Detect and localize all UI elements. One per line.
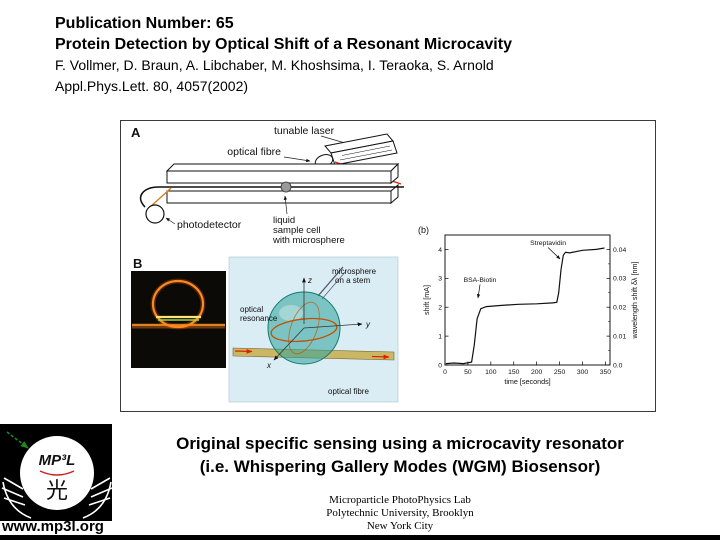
x-axis-label: time [seconds]	[504, 377, 550, 386]
logo-kanji: 光	[46, 478, 68, 503]
city-name: New York City	[366, 520, 434, 532]
fibre-output-arrow	[371, 354, 390, 360]
x-tick-label: 300	[577, 369, 589, 376]
axis-x-label: x	[266, 361, 272, 370]
fibre-input-arrow	[234, 348, 253, 354]
optical-fibre-c-label: optical fibre	[328, 387, 369, 396]
y-tick-label: 2	[438, 305, 442, 312]
x-tick-label: 0	[443, 369, 447, 376]
y2-tick-label: 0.0	[613, 362, 623, 369]
annotation-arrow	[547, 247, 561, 260]
tunable-laser-label: tunable laser	[274, 125, 335, 137]
figure-graphic: A tunable laser optical fibre	[131, 125, 639, 403]
microsphere-stem-line2: on a stem	[335, 276, 370, 285]
x-tick-label: 250	[554, 369, 566, 376]
resonance-ring	[270, 317, 338, 343]
annotation-label: BSA-Biotin	[464, 277, 497, 284]
panel-graph: (b) 0 50 100 150 200 250 300 350 0 1 2 3 4 0.0 0.01 0.0…	[418, 225, 639, 386]
x-tick-label: 150	[508, 369, 520, 376]
caption-line1: Original specific sensing using a microc…	[176, 434, 624, 453]
microsphere-stem-label: microsphere on a stem	[332, 267, 377, 285]
logo-circle	[20, 436, 94, 510]
sample-cell-line2: sample cell	[273, 225, 321, 236]
optical-fibre-pointer	[283, 156, 311, 163]
axis-y	[303, 322, 363, 329]
sample-cell-line1: liquid	[273, 215, 295, 226]
publication-number: Publication Number: 65	[55, 15, 234, 32]
resonance-orbit	[288, 301, 320, 355]
optical-resonance-label: optical resonance	[240, 305, 278, 323]
stem-edge	[321, 270, 347, 300]
tunable-laser-pointer	[320, 135, 346, 144]
y2-tick-label: 0.02	[613, 305, 626, 312]
axis-y-label: y	[365, 320, 371, 329]
annotation-arrow	[476, 284, 481, 299]
panel-b-label: B	[133, 256, 142, 271]
plot-b-label: (b)	[418, 225, 429, 235]
website-text: www.mp3l.org	[2, 518, 104, 535]
photodetector-pointer	[165, 217, 176, 225]
optical-resonance-line1: optical	[240, 305, 263, 314]
caption-block: Original specific sensing using a microc…	[110, 432, 690, 478]
organization-block: Microparticle PhotoPhysics Lab Polytechn…	[160, 494, 640, 533]
panel-a-label: A	[131, 125, 141, 140]
y-tick-label: 0	[438, 362, 442, 369]
authors-line: F. Vollmer, D. Braun, A. Libchaber, M. K…	[55, 57, 494, 73]
logo-mp3l-text: MP³L	[39, 452, 76, 469]
fibre-line	[139, 186, 404, 208]
sample-cell-line3: with microsphere	[272, 235, 345, 246]
x-tick-label: 50	[464, 369, 472, 376]
y2-axis-label: wavelength shift δλ [nm]	[630, 262, 639, 340]
logo-photon-arrow-icon	[6, 431, 29, 449]
photo-sphere-ring	[151, 279, 205, 329]
sample-cell-label: liquid sample cell with microsphere	[272, 215, 345, 246]
sensorgram-chart: 0 50 100 150 200 250 300 350 0 1 2 3 4 0.0 0.01 0.02 0.0…	[422, 234, 639, 386]
photodetector-label: photodetector	[177, 219, 242, 231]
slide-title: Protein Detection by Optical Shift of a …	[55, 36, 512, 53]
microsphere-dot	[280, 181, 292, 193]
y-axis-label: shift [mA]	[422, 285, 431, 315]
figure-frame: A tunable laser optical fibre	[120, 120, 656, 412]
panel-c: C z y x microsphere on a stem	[228, 256, 399, 403]
panel-a: A tunable laser optical fibre	[131, 125, 404, 246]
reference-line: Appl.Phys.Lett. 80, 4057(2002)	[55, 78, 249, 94]
logo-hands	[1, 477, 113, 519]
caption-line2: (i.e. Whispering Gallery Modes (WGM) Bio…	[199, 457, 601, 476]
logo-red-arc	[39, 470, 75, 476]
y2-tick-label: 0.03	[613, 276, 626, 283]
logo-graphic: MP³L 光	[0, 424, 113, 521]
lab-logo: MP³L 光	[0, 424, 113, 521]
x-tick-label: 200	[531, 369, 543, 376]
axis-x	[273, 327, 305, 361]
plot-area	[444, 234, 611, 366]
university-name: Polytechnic University, Brooklyn	[326, 507, 474, 519]
tunable-laser-box	[324, 133, 398, 166]
sphere-highlight	[279, 305, 303, 321]
annotation-label: Streptavidin	[530, 240, 566, 247]
stem	[317, 266, 344, 297]
optical-resonance-line2: resonance	[240, 314, 278, 323]
y-tick-label: 3	[438, 276, 442, 283]
bottom-bar	[0, 535, 720, 540]
optical-fibre-label: optical fibre	[227, 146, 281, 158]
axis-z-label: z	[307, 276, 312, 285]
beam-to-detector	[148, 187, 172, 209]
y-tick-label: 4	[438, 247, 442, 254]
sample-cell-pointer	[283, 195, 288, 215]
photodetector-symbol	[145, 204, 165, 224]
header-block: Publication Number: 65 Protein Detection…	[55, 13, 512, 97]
microsphere-stem-line1: microsphere	[332, 267, 377, 276]
y2-tick-label: 0.01	[613, 334, 626, 341]
lab-name: Microparticle PhotoPhysics Lab	[329, 494, 471, 506]
panel-b: B	[131, 256, 226, 368]
data-series	[445, 247, 605, 365]
x-tick-label: 100	[485, 369, 497, 376]
y-tick-label: 1	[438, 334, 442, 341]
x-tick-label: 350	[600, 369, 612, 376]
y2-tick-label: 0.04	[613, 247, 626, 254]
